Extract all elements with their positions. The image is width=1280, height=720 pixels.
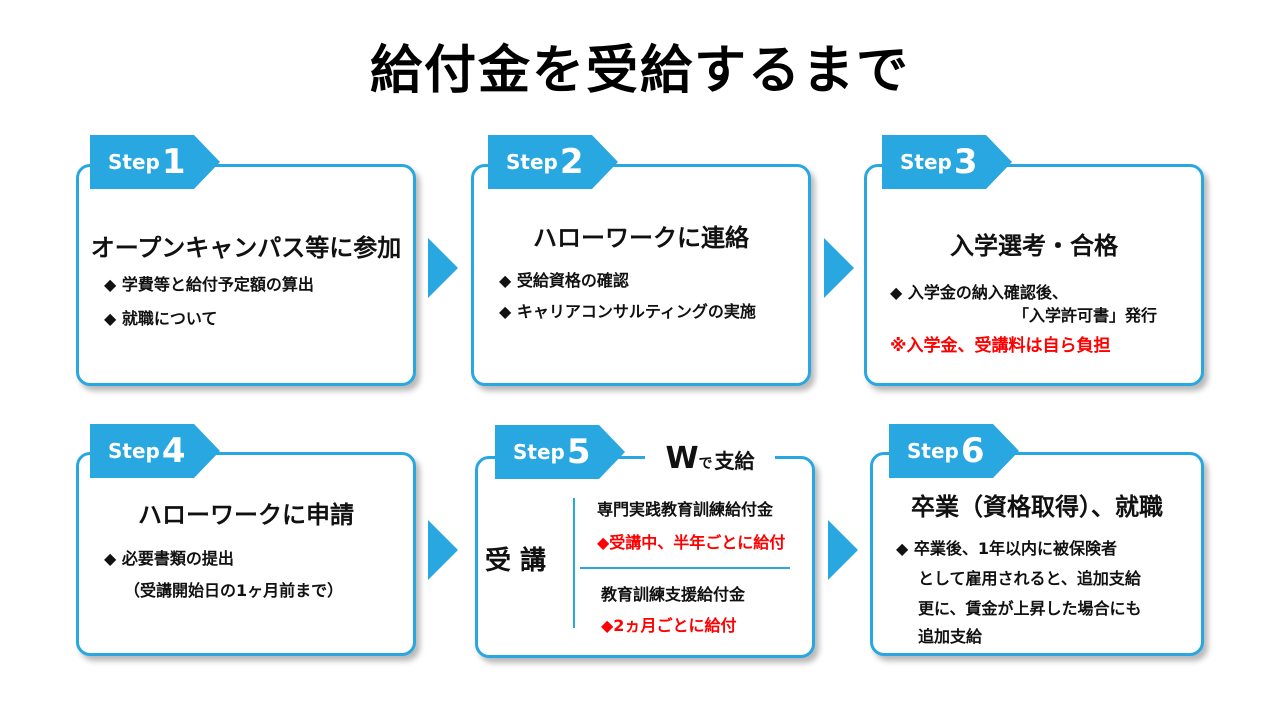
step3-heading: 入学選考・合格 xyxy=(950,232,1118,260)
step2-item: ◆ 受給資格の確認 xyxy=(499,271,629,290)
step-number: 5 xyxy=(566,432,591,472)
flow-arrow-icon xyxy=(428,238,458,298)
flow-arrow-icon xyxy=(428,520,458,580)
step3-item: 「入学許可書」発行 xyxy=(1013,306,1158,325)
step4-heading: ハローワークに申請 xyxy=(138,501,354,529)
step2-tag: Step 2 xyxy=(488,135,618,189)
step6-card xyxy=(870,452,1204,656)
flow-arrow-icon xyxy=(828,520,858,580)
step-word: Step xyxy=(513,440,565,464)
step-number: 2 xyxy=(559,142,584,182)
step-word: Step xyxy=(108,439,160,463)
step-number: 3 xyxy=(953,142,978,182)
step3-card xyxy=(864,164,1204,386)
step6-heading: 卒業（資格取得）、就職 xyxy=(911,493,1163,521)
double-benefit-label: W で 支給 xyxy=(645,441,775,476)
step-number: 1 xyxy=(161,142,186,182)
step1-heading: オープンキャンパス等に参加 xyxy=(90,234,402,262)
step2-item: ◆ キャリアコンサルティングの実施 xyxy=(499,302,756,321)
step-word: Step xyxy=(900,150,952,174)
step1-item: ◆ 就職について xyxy=(104,309,218,328)
step2-card xyxy=(471,164,811,386)
double-letter: W xyxy=(665,441,699,476)
step3-note: ※入学金、受講料は自ら負担 xyxy=(890,336,1111,356)
step1-tag: Step 1 xyxy=(90,135,220,189)
step-number: 4 xyxy=(161,431,186,471)
step5-divider-horizontal xyxy=(580,567,790,569)
step4-item: （受講開始日の1ヶ月前まで） xyxy=(124,581,344,600)
double-particle: で xyxy=(698,456,713,472)
step5-tag: Step 5 xyxy=(495,425,625,479)
benefit1-note: ◆受講中、半年ごとに給付 xyxy=(597,533,786,552)
step3-item: ◆ 入学金の納入確認後、 xyxy=(890,283,1068,302)
step4-card xyxy=(76,452,416,656)
benefit2-name: 教育訓練支援給付金 xyxy=(601,585,746,604)
step1-item: ◆ 学費等と給付予定額の算出 xyxy=(104,275,314,294)
step1-card xyxy=(76,164,416,386)
flow-arrow-icon xyxy=(824,238,854,298)
step5-divider-vertical xyxy=(573,498,575,628)
step5-card xyxy=(475,456,815,658)
step-word: Step xyxy=(506,150,558,174)
step6-item: 追加支給 xyxy=(918,627,983,646)
step4-item: ◆ 必要書類の提出 xyxy=(104,549,234,568)
step6-item: として雇用されると、追加支給 xyxy=(918,569,1141,588)
step3-tag: Step 3 xyxy=(882,135,1012,189)
step-number: 6 xyxy=(960,431,985,471)
step5-heading: 受 講 xyxy=(485,546,547,576)
step6-tag: Step 6 xyxy=(889,424,1019,478)
step-word: Step xyxy=(907,439,959,463)
step2-heading: ハローワークに連絡 xyxy=(533,224,749,252)
step6-item: 更に、賃金が上昇した場合にも xyxy=(918,599,1142,618)
step-word: Step xyxy=(108,150,160,174)
double-suffix: 支給 xyxy=(714,449,755,473)
step4-tag: Step 4 xyxy=(90,424,220,478)
page-title: 給付金を受給するまで xyxy=(369,41,910,101)
step6-item: ◆ 卒業後、1年以内に被保険者 xyxy=(896,539,1118,558)
benefit2-note: ◆2ヵ月ごとに給付 xyxy=(601,616,737,635)
benefit1-name: 専門実践教育訓練給付金 xyxy=(597,500,774,519)
